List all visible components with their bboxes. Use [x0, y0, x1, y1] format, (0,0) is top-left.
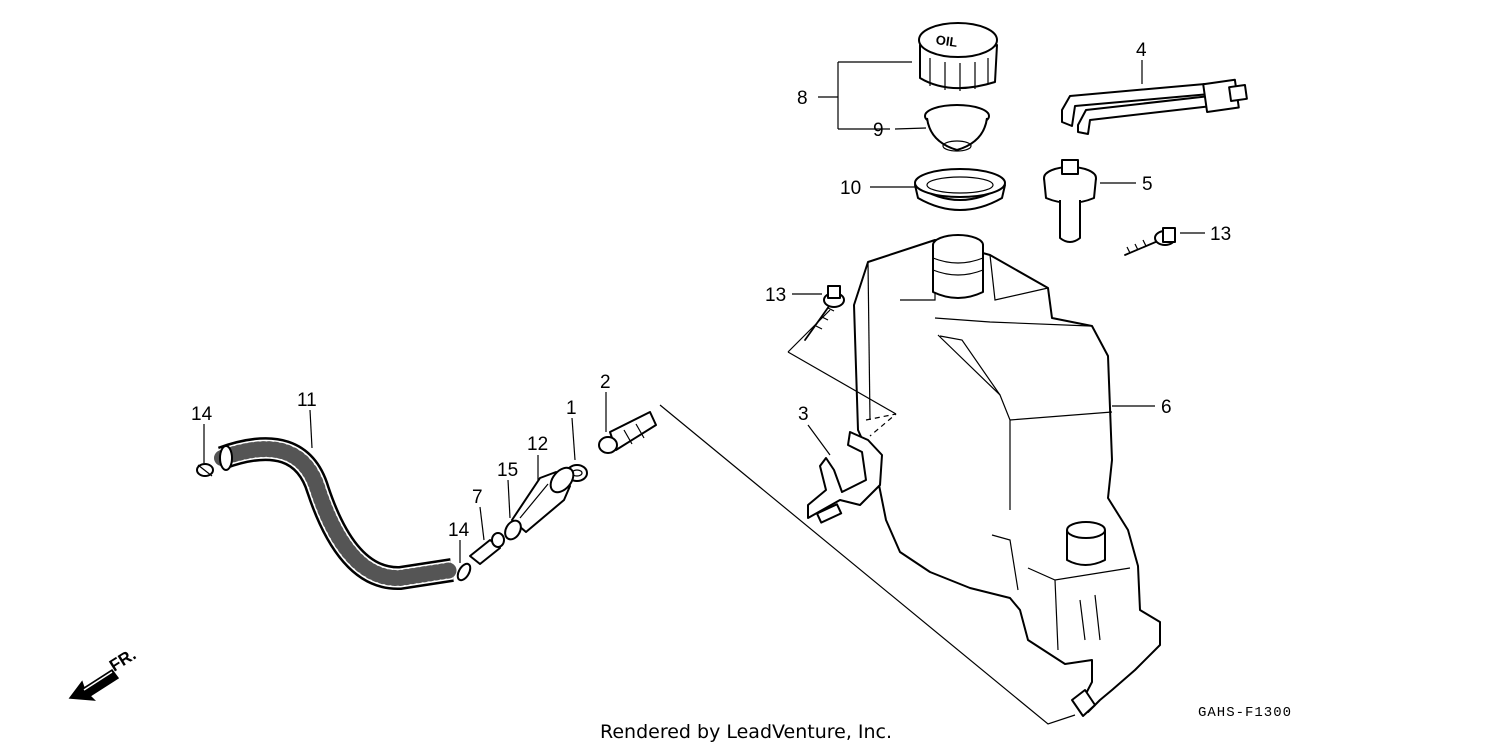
hose-fitting[interactable] [469, 532, 505, 565]
callout-9: 9 [873, 120, 884, 141]
callout-5: 5 [1142, 174, 1153, 195]
callout-12: 12 [527, 434, 548, 455]
front-direction-arrow-icon [68, 668, 120, 701]
diagram-code: GAHS-F1300 [1198, 705, 1292, 721]
callout-15: 15 [497, 460, 518, 481]
hose-joint[interactable] [598, 411, 657, 454]
filler-seal[interactable] [914, 168, 1006, 211]
callout-10: 10 [840, 178, 861, 199]
hose-clamp-left[interactable] [196, 463, 214, 477]
callout-13-right: 13 [1210, 224, 1231, 245]
callout-6: 6 [1161, 397, 1172, 418]
callout-13-left: 13 [765, 285, 786, 306]
callout-1: 1 [566, 398, 577, 419]
tank-bracket[interactable] [807, 431, 883, 524]
oil-hose[interactable] [214, 437, 460, 590]
oil-tank[interactable] [853, 234, 1161, 717]
callout-4: 4 [1136, 40, 1147, 61]
boot-clip[interactable] [502, 518, 524, 542]
callout-2: 2 [600, 372, 611, 393]
oil-level-switch[interactable] [1043, 159, 1097, 243]
credit-text: Rendered by LeadVenture, Inc. [600, 721, 892, 743]
hose-clamp-right[interactable] [455, 562, 473, 583]
oil-filler-cap[interactable]: OIL [918, 22, 998, 91]
callout-14-right: 14 [448, 520, 470, 541]
callout-11: 11 [297, 390, 317, 411]
cap-gasket[interactable] [924, 104, 990, 152]
bolt-upper-right[interactable] [1124, 227, 1176, 256]
callout-7: 7 [472, 487, 483, 508]
callout-8: 8 [797, 88, 808, 109]
cap-oil-text: OIL [935, 32, 959, 50]
hose-boot[interactable] [511, 463, 578, 533]
wire-harness[interactable] [1061, 78, 1248, 135]
callout-14-left: 14 [191, 404, 213, 425]
callout-3: 3 [798, 404, 809, 425]
